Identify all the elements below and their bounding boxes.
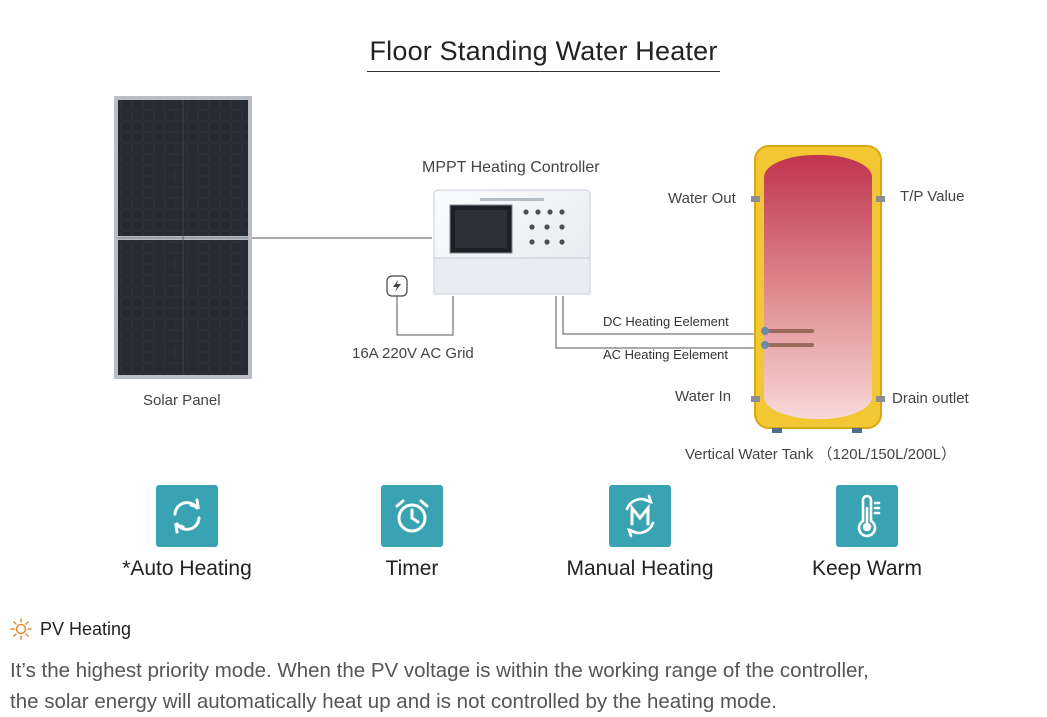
controller-label: MPPT Heating Controller <box>422 159 600 176</box>
solar-panel <box>114 96 252 379</box>
tank-label: Vertical Water Tank （120L/150L/200L） <box>685 446 956 463</box>
drain-outlet-label: Drain outlet <box>892 390 969 407</box>
solar-panel-label: Solar Panel <box>143 392 221 409</box>
sun-icon <box>10 618 32 640</box>
ac-grid-label: 16A 220V AC Grid <box>352 345 474 362</box>
pv-heating-heading: PV Heating <box>10 618 131 640</box>
feature-auto-heating: *Auto Heating <box>102 485 272 581</box>
water-tank <box>751 145 885 433</box>
pv-description-line-1: It’s the highest priority mode. When the… <box>10 659 869 682</box>
plug-icon <box>386 275 408 297</box>
system-diagram <box>114 96 885 433</box>
feature-label: Timer <box>385 557 439 580</box>
ac-element-label: AC Heating Eelement <box>603 347 729 362</box>
feature-timer: Timer <box>327 485 497 581</box>
refresh-icon <box>156 485 218 547</box>
dc-element-label: DC Heating Eelement <box>603 314 729 329</box>
tp-value-label: T/P Value <box>900 188 965 205</box>
feature-manual-heating: Manual Heating <box>555 485 725 581</box>
wiring <box>252 237 762 349</box>
pv-description: It’s the highest priority mode. When the… <box>10 655 1040 717</box>
manual-m-icon <box>609 485 671 547</box>
pv-heading-text: PV Heating <box>40 618 132 639</box>
mppt-controller <box>433 189 591 295</box>
water-out-label: Water Out <box>668 190 736 207</box>
water-in-label: Water In <box>675 388 732 405</box>
page-title: Floor Standing Water Heater <box>0 36 1047 72</box>
thermometer-icon <box>836 485 898 547</box>
feature-label: Manual Heating <box>566 557 714 580</box>
feature-label: *Auto Heating <box>122 557 252 580</box>
feature-label: Keep Warm <box>811 557 923 580</box>
pv-description-line-2: the solar energy will automatically heat… <box>10 690 777 713</box>
feature-keep-warm: Keep Warm <box>782 485 952 581</box>
alarm-clock-icon <box>381 485 443 547</box>
